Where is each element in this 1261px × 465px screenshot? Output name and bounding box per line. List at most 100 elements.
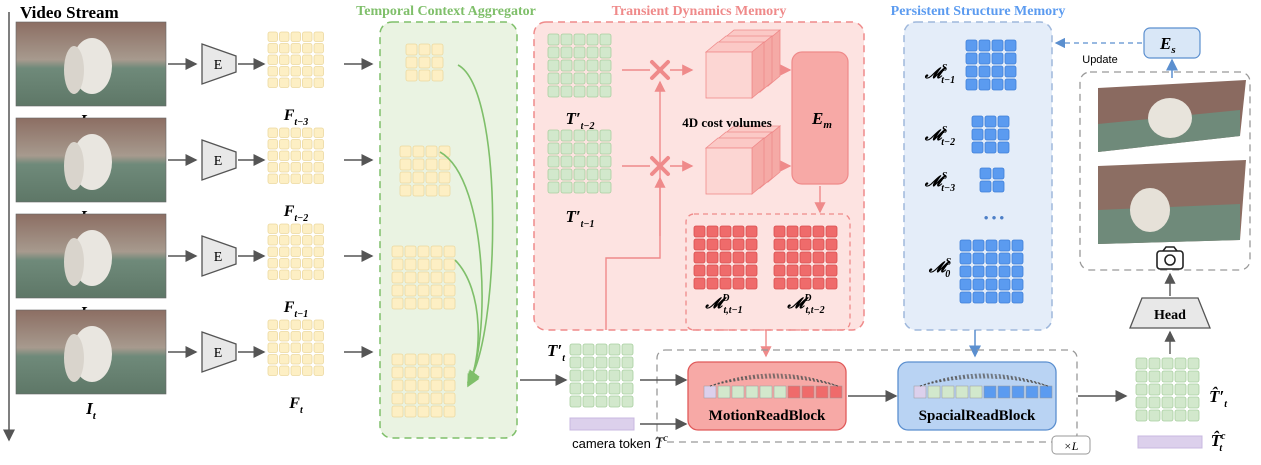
grid-cell bbox=[267, 269, 278, 280]
grid-cell bbox=[430, 353, 443, 366]
grid-cell bbox=[959, 239, 972, 252]
grid-cell bbox=[391, 258, 404, 271]
grid-cell bbox=[621, 382, 634, 395]
grid-cell bbox=[438, 145, 451, 158]
grid-cell bbox=[799, 238, 812, 251]
grid-cell bbox=[279, 319, 290, 330]
grid-cell bbox=[1011, 278, 1024, 291]
frame-border bbox=[15, 309, 167, 395]
dynamic-memory-grid-b bbox=[773, 225, 838, 290]
grid-cell bbox=[586, 155, 599, 168]
grid-cell bbox=[621, 343, 634, 356]
grid-cell bbox=[290, 54, 301, 65]
grid-cell bbox=[573, 33, 586, 46]
grid-cell bbox=[560, 155, 573, 168]
grid-cell bbox=[984, 141, 997, 154]
grid-cell bbox=[1174, 370, 1187, 383]
grid-cell bbox=[431, 69, 444, 82]
grid-cell bbox=[959, 291, 972, 304]
grid-cell bbox=[595, 369, 608, 382]
grid-cell bbox=[417, 284, 430, 297]
grid-cell bbox=[302, 354, 313, 365]
grid-cell bbox=[972, 291, 985, 304]
grid-cell bbox=[430, 392, 443, 405]
grid-cell bbox=[302, 43, 313, 54]
grid-cell bbox=[599, 72, 612, 85]
motion-encoder-label: Em bbox=[811, 109, 832, 131]
grid-cell bbox=[290, 43, 301, 54]
dynamic-memory-box bbox=[685, 213, 851, 331]
grid-cell bbox=[547, 168, 560, 181]
grid-cell bbox=[279, 331, 290, 342]
sequence-token bbox=[787, 385, 801, 399]
grid-cell bbox=[560, 59, 573, 72]
grid-cell bbox=[786, 225, 799, 238]
grid-cell bbox=[302, 66, 313, 77]
sequence-token bbox=[717, 385, 731, 399]
repeat-label: ×L bbox=[1064, 439, 1079, 453]
grid-cell bbox=[267, 223, 278, 234]
grid-cell bbox=[984, 128, 997, 141]
grid-cell bbox=[391, 245, 404, 258]
grid-cell bbox=[560, 85, 573, 98]
grid-cell bbox=[412, 158, 425, 171]
grid-cell bbox=[443, 245, 456, 258]
grid-cell bbox=[412, 171, 425, 184]
attention-arc bbox=[709, 373, 839, 387]
grid-cell bbox=[985, 278, 998, 291]
spacial-block-tokens bbox=[913, 373, 1053, 399]
grid-cell bbox=[965, 78, 978, 91]
grid-cell bbox=[812, 251, 825, 264]
grid-cell bbox=[290, 342, 301, 353]
sequence-token bbox=[1011, 385, 1025, 399]
encoder-label: E bbox=[214, 154, 223, 169]
attention-arc bbox=[709, 377, 839, 387]
grid-cell bbox=[267, 365, 278, 376]
video-frame bbox=[15, 21, 167, 107]
grid-cell bbox=[599, 181, 612, 194]
grid-cell bbox=[998, 252, 1011, 265]
grid-cell bbox=[418, 56, 431, 69]
grid-cell bbox=[313, 269, 324, 280]
aggregator-curves bbox=[439, 64, 494, 388]
token-label-t-minus-1: T′t−1 bbox=[565, 207, 594, 230]
grid-cell bbox=[404, 258, 417, 271]
grid-cell bbox=[971, 115, 984, 128]
grid-cell bbox=[302, 173, 313, 184]
grid-cell bbox=[573, 85, 586, 98]
grid-cell bbox=[1174, 357, 1187, 370]
aggregator-grid bbox=[391, 245, 456, 310]
grid-cell bbox=[1135, 396, 1148, 409]
grid-cell bbox=[586, 129, 599, 142]
grid-cell bbox=[279, 66, 290, 77]
grid-cell bbox=[417, 379, 430, 392]
grid-cell bbox=[599, 46, 612, 59]
cost-volume bbox=[704, 125, 782, 195]
grid-cell bbox=[595, 382, 608, 395]
grid-cell bbox=[279, 31, 290, 42]
grid-cell bbox=[267, 173, 278, 184]
grid-cell bbox=[825, 238, 838, 251]
aggregator-grid bbox=[399, 145, 451, 197]
grid-cell bbox=[279, 77, 290, 88]
grid-cell bbox=[404, 379, 417, 392]
grid-cell bbox=[719, 225, 732, 238]
grid-cell bbox=[547, 181, 560, 194]
grid-cell bbox=[391, 353, 404, 366]
grid-cell bbox=[621, 395, 634, 408]
grid-cell bbox=[1004, 52, 1017, 65]
aggregator-grid bbox=[405, 43, 444, 82]
frame-label: It bbox=[85, 399, 97, 422]
grid-cell bbox=[599, 85, 612, 98]
grid-cell bbox=[599, 129, 612, 142]
grid-cell bbox=[279, 43, 290, 54]
grid-cell bbox=[582, 369, 595, 382]
grid-cell bbox=[391, 379, 404, 392]
encoder-block bbox=[201, 331, 237, 373]
sequence-token bbox=[983, 385, 997, 399]
structure-memory-grid-0 bbox=[959, 239, 1024, 304]
sequence-token bbox=[703, 385, 717, 399]
encoder-block bbox=[201, 235, 237, 277]
grid-cell bbox=[313, 150, 324, 161]
